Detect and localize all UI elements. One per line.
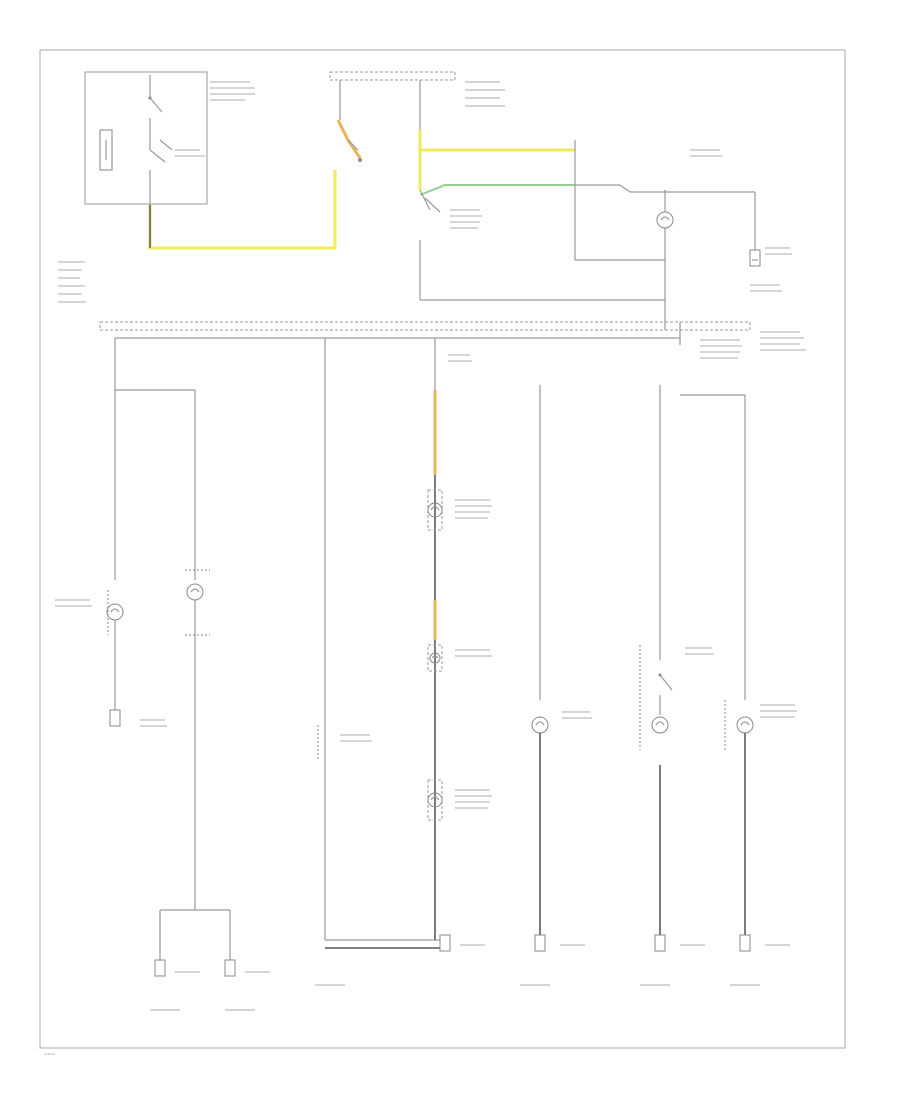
lamp-col-7 xyxy=(736,716,754,734)
switch-icon xyxy=(658,673,673,691)
bulb-icon xyxy=(190,588,200,593)
column-6 xyxy=(639,385,673,952)
wire-yellow-ignition xyxy=(148,170,337,250)
column-3 xyxy=(317,338,440,941)
annotation-marks xyxy=(55,81,806,1011)
switch-icon xyxy=(424,197,441,213)
bulb-icon xyxy=(655,721,665,726)
brake-switch xyxy=(329,71,456,162)
bulb-icon xyxy=(430,506,440,511)
lamp-col-6 xyxy=(651,716,669,734)
switch-icon xyxy=(347,139,359,151)
diagram-frame xyxy=(39,49,846,1049)
column-5 xyxy=(531,385,549,952)
column-4 xyxy=(325,338,451,952)
door-switch xyxy=(658,673,673,691)
lamp-col-4b xyxy=(427,644,443,672)
lamp-col-2 xyxy=(185,569,210,636)
column-1 xyxy=(106,338,236,977)
bulb-icon xyxy=(110,608,120,613)
bulb-icon xyxy=(535,721,545,726)
figure-id: ▭▭▭ xyxy=(44,1051,56,1056)
lamp-col-5 xyxy=(531,716,549,734)
lamp-col-4a xyxy=(427,489,443,531)
bulb-icon xyxy=(431,655,439,659)
bulb-icon xyxy=(430,796,440,801)
bulb-icon xyxy=(740,721,750,726)
bulb-icon xyxy=(660,216,670,221)
ignition-switch-assembly xyxy=(84,71,208,225)
column-7 xyxy=(680,394,754,952)
switch-icon xyxy=(159,139,173,151)
lamp-top-right xyxy=(656,190,674,330)
light-switch xyxy=(418,80,665,301)
bus-box xyxy=(99,321,751,331)
lamp-col-4c xyxy=(427,779,443,821)
ground-top-right xyxy=(749,249,761,267)
